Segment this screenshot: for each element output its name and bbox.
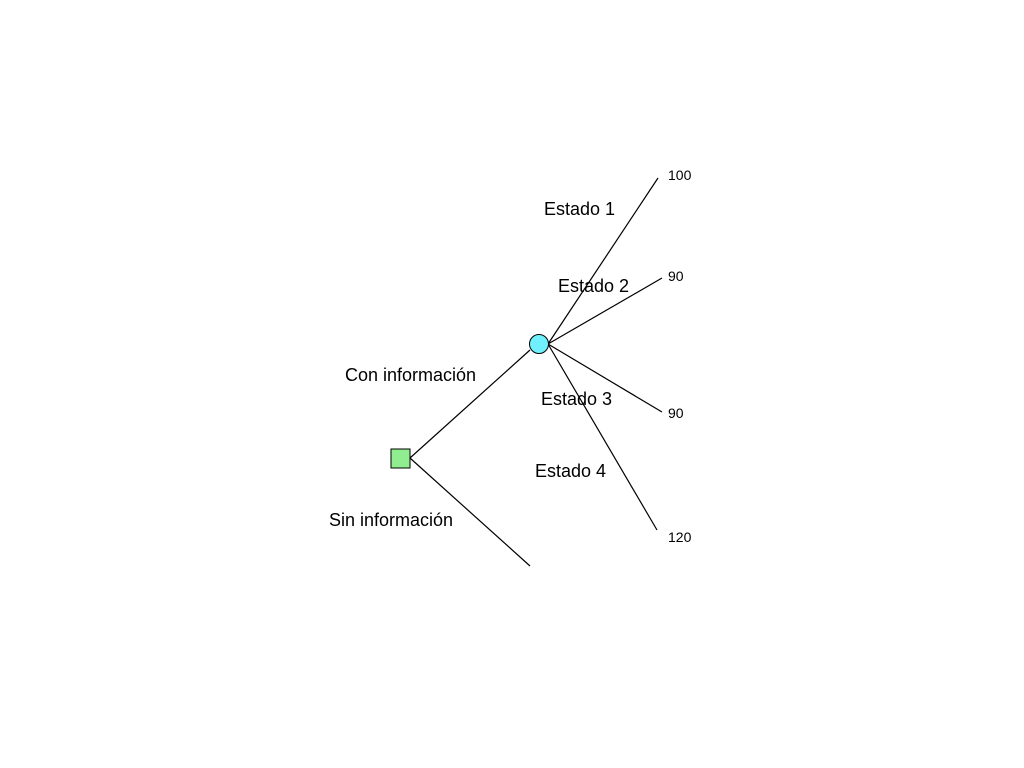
payoff-estado-4: 120 (668, 529, 692, 545)
branch-estado-1-line (547, 177, 659, 345)
branch-con-informacion-line (409, 349, 531, 459)
label-estado-3: Estado 3 (541, 389, 612, 409)
label-sin-informacion: Sin información (329, 510, 453, 530)
decision-node-square (390, 448, 411, 469)
label-estado-2: Estado 2 (558, 276, 629, 296)
label-estado-4: Estado 4 (535, 461, 606, 481)
branch-estado-2-line (547, 277, 663, 345)
label-con-informacion: Con información (345, 365, 476, 385)
branch-estado-4-line (547, 343, 658, 531)
branch-estado-3-line (547, 343, 663, 413)
label-estado-1: Estado 1 (544, 199, 615, 219)
payoff-estado-2: 90 (668, 268, 684, 284)
branch-sin-informacion-line (409, 457, 531, 567)
payoff-estado-1: 100 (668, 167, 692, 183)
chance-node-circle (529, 334, 549, 354)
payoff-estado-3: 90 (668, 405, 684, 421)
